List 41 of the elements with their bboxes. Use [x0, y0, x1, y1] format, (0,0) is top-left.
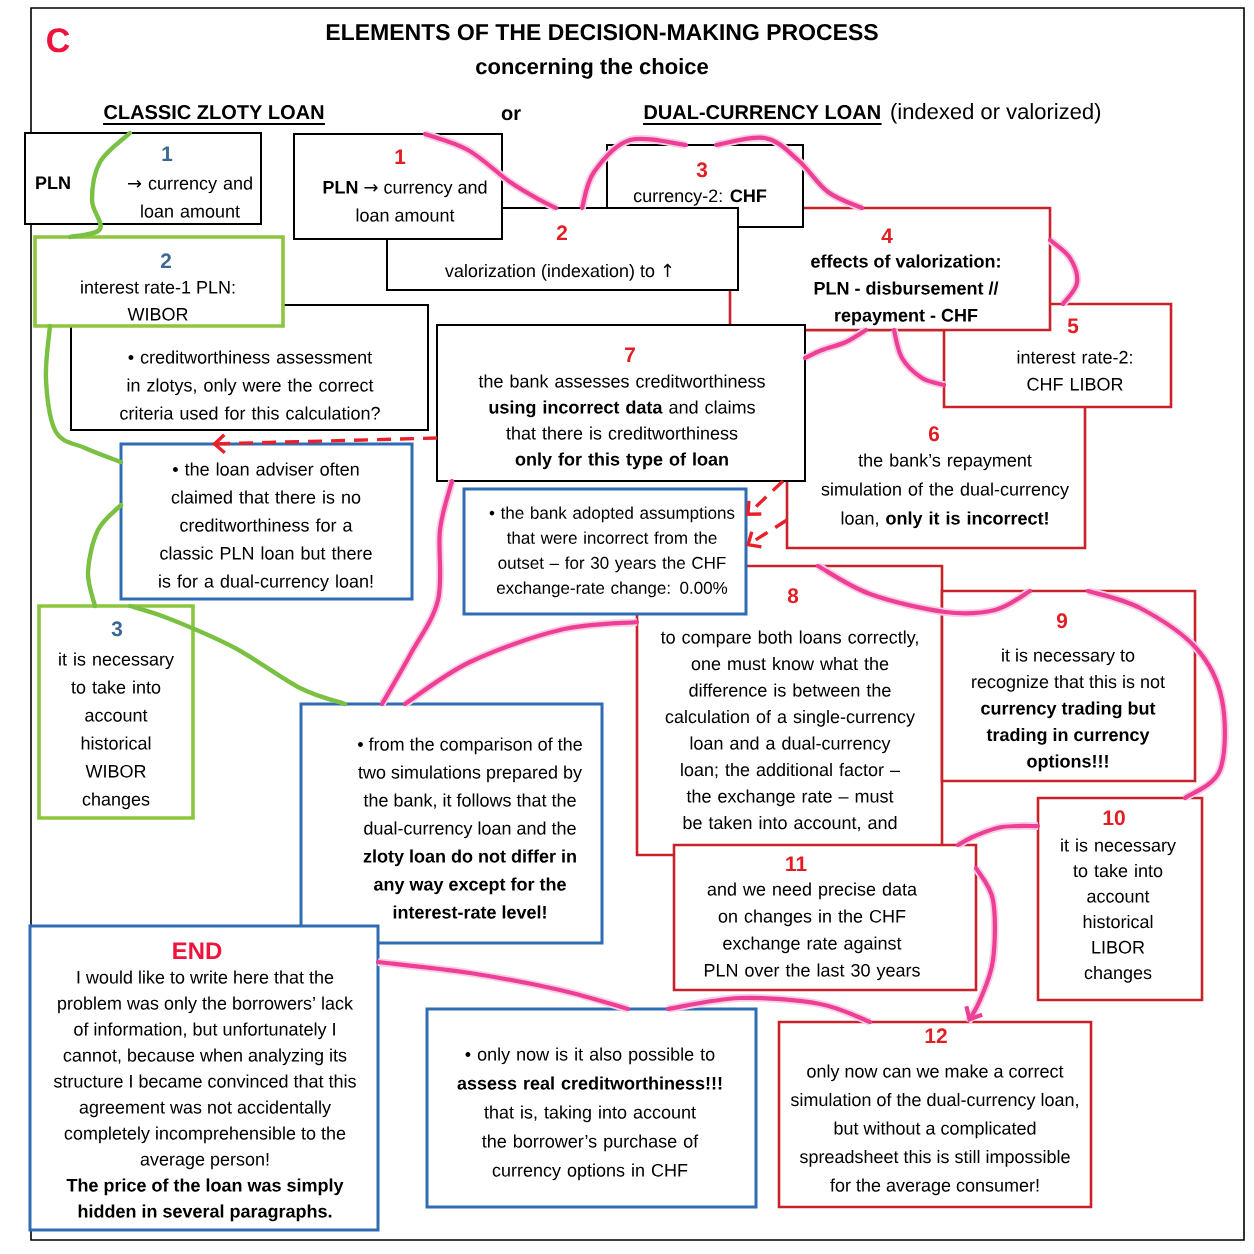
curved-line	[890, 327, 947, 389]
curved-line	[127, 603, 348, 707]
dashed-arrow	[746, 518, 788, 549]
text-box: • the loan adviser often claimed that there is no creditworthiness for a classic PLN loan but there is for a dual-currency loan!	[119, 442, 414, 601]
column-heading: DUAL-CURRENCY LOAN	[642, 105, 883, 125]
curved-line	[815, 562, 1033, 618]
text-box: • the bank adopted assumptions that were incorrect from the outset – for 30 years the CHF exchange-rate change: 0.00%	[462, 487, 748, 616]
curved-line	[578, 134, 689, 211]
curved-line	[1085, 587, 1229, 802]
title: ELEMENTS OF THE DECISION-MAKING PROCESS	[326, 23, 878, 41]
subtitle: concerning the choice	[476, 58, 708, 79]
numbered-box: 1 PLN → currency and loan amount	[293, 133, 503, 240]
numbered-box: 9 it is necessary to recognize that this is not currency trading but trading in currency options!!!	[940, 589, 1197, 783]
curved-line	[378, 478, 456, 707]
curved-line	[43, 323, 124, 465]
curved-line	[665, 994, 873, 1026]
text-box: • only now is it also possible to assess real creditworthiness!!! that is, taking into account the borrower’s purchase of currency options in CHF	[425, 1007, 758, 1209]
numbered-box: 7 the bank assesses creditworthiness using incorrect data and claims that there is creditworthiness only for this type of loan	[436, 324, 806, 482]
curved-line	[1047, 237, 1082, 307]
curved-line	[713, 133, 865, 212]
numbered-box: 3 it is necessary to take into account historical WIBOR changes	[37, 604, 195, 820]
curved-line	[85, 502, 124, 609]
dashed-arrow	[212, 433, 438, 454]
heading-note: (indexed or valorized)	[891, 103, 1101, 124]
curved-line	[402, 618, 640, 708]
text-box: • from the comparison of the two simulations prepared by the bank, it follows that the dual-currency loan and the zloty loan do not differ in any way except for the interest-rate level!	[299, 702, 604, 945]
numbered-box: 2 interest rate-1 PLN: WIBOR	[33, 235, 285, 328]
text-box: END I would like to write here that the problem was only the borrowers’ lack of information, but unfortunately I cannot, because when analyzing its structure I became convinced that this agreement was not accidentally completely incomprehensible to the average person! The price of the loan was simply hidden in several paragraphs.	[28, 924, 380, 1232]
curved-arrow	[964, 865, 999, 1024]
numbered-box: 10 it is necessary to take into account historical LIBOR changes	[1036, 796, 1204, 1002]
heading-text: or	[501, 109, 521, 121]
numbered-box: 1 PLN → currency and loan amount	[24, 132, 262, 225]
curved-line	[955, 822, 1041, 849]
numbered-box: 12 only now can we make a correct simulation of the dual-currency loan, but without a complicated spreadsheet this is still impossible for the average consumer!	[777, 1020, 1093, 1209]
panel-letter: C	[47, 28, 70, 53]
numbered-box: 11 and we need precise data on changes in the CHF exchange rate against PLN over the last 30 years	[672, 843, 978, 992]
column-heading: CLASSIC ZLOTY LOAN	[102, 105, 326, 125]
curved-line	[375, 958, 631, 1013]
curved-line	[422, 130, 559, 212]
curved-line	[67, 130, 133, 240]
curved-line	[802, 326, 869, 362]
